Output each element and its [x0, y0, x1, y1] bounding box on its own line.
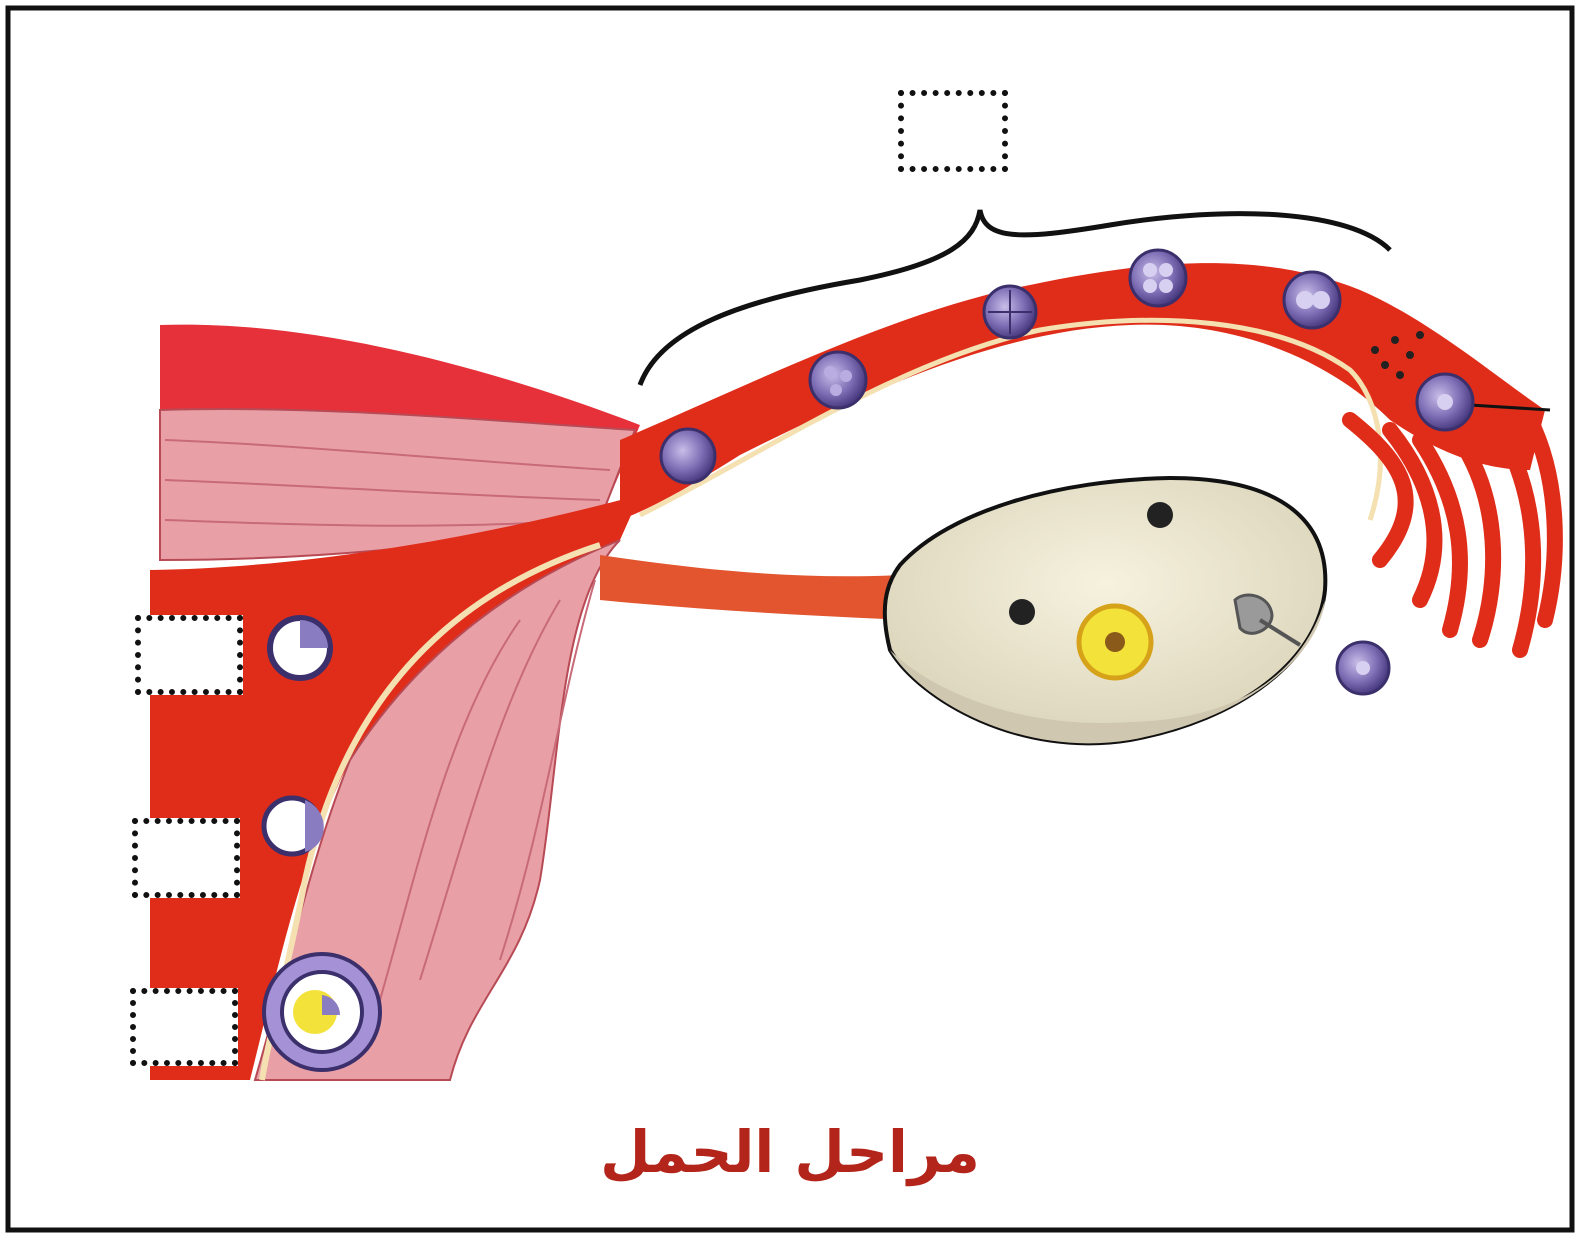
label-box-middle[interactable] — [132, 818, 240, 898]
ruptured-follicle — [1235, 595, 1272, 633]
follicle-2 — [1009, 599, 1035, 625]
label-box-tube-stages[interactable] — [898, 90, 1008, 172]
diagram-caption: مراحل الحمل — [440, 1112, 1140, 1192]
cell-stage-8 — [984, 286, 1036, 338]
cell-stage-2 — [1284, 272, 1340, 328]
cell-stage-4 — [1130, 250, 1186, 306]
blastocyst-attaching — [264, 798, 324, 854]
ovulated-egg — [1337, 642, 1389, 694]
label-box-lower[interactable] — [130, 988, 238, 1066]
follicle-1 — [1147, 502, 1173, 528]
label-box-upper[interactable] — [135, 615, 243, 695]
cell-morula — [810, 352, 866, 408]
cell-early-blastocyst — [661, 429, 715, 483]
corpus-luteum-center — [1105, 632, 1125, 652]
cell-stage-1 — [1417, 374, 1473, 430]
implanted-embryo — [264, 954, 380, 1070]
blastocyst-upper — [270, 618, 330, 678]
